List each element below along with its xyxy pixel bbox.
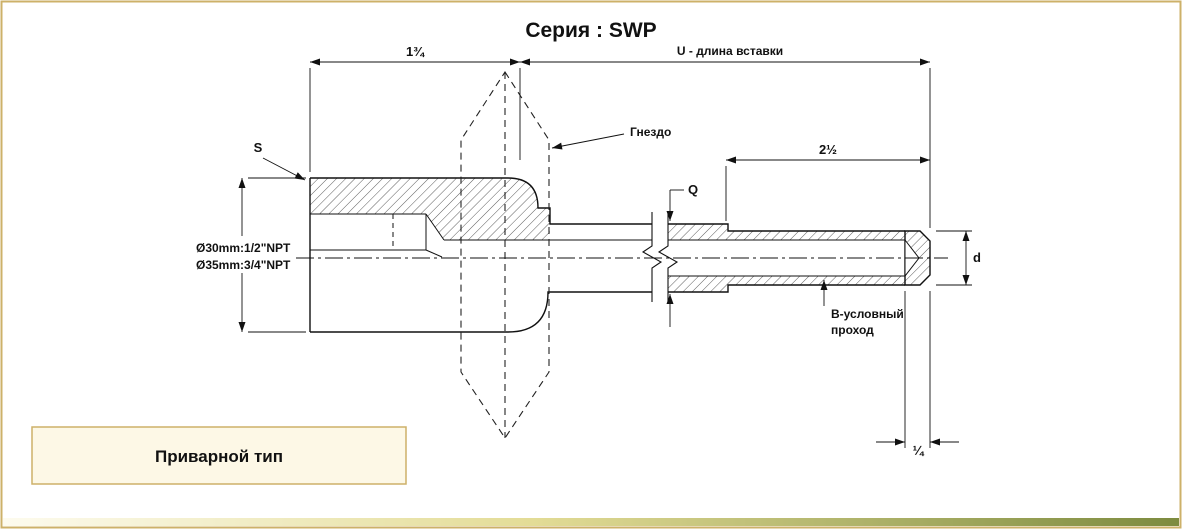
socket-leader (551, 133, 625, 150)
dim-tip-diameter: d (973, 250, 981, 265)
break-lines (641, 212, 679, 302)
dim-stem-diameter: Q (688, 182, 698, 197)
type-label-box: Приварной тип (31, 426, 407, 485)
wrench-flats-leader (262, 157, 306, 181)
annotation-texts: 1¾ U - длина вставки 2½ S Гнездо Q Ø30mm… (196, 44, 981, 458)
dim-wrench-flats: S (254, 140, 263, 155)
dim-tip-length: ¼ (913, 443, 925, 458)
thread-label-backing (193, 236, 291, 273)
section-hatching (310, 178, 905, 292)
footer-gradient-bar (3, 518, 1179, 526)
label-nominal-bore-line1: В-условный (831, 307, 904, 321)
internal-bore-lines (310, 213, 905, 277)
thread-option-1: Ø30mm:1/2"NPT (196, 241, 291, 255)
socket-phantom-outline (460, 70, 550, 439)
dim-insertion-length: U - длина вставки (677, 44, 783, 58)
page-title: Серия : SWP (525, 19, 656, 42)
type-label: Приварной тип (155, 447, 283, 466)
dim-hex-to-face: 1¾ (406, 44, 425, 59)
dimension-lines (238, 58, 972, 448)
label-nominal-bore-line2: проход (831, 323, 874, 337)
dim-tip-section-length: 2½ (819, 142, 837, 157)
thread-option-2: Ø35mm:3/4"NPT (196, 258, 291, 272)
label-socket: Гнездо (630, 125, 671, 139)
